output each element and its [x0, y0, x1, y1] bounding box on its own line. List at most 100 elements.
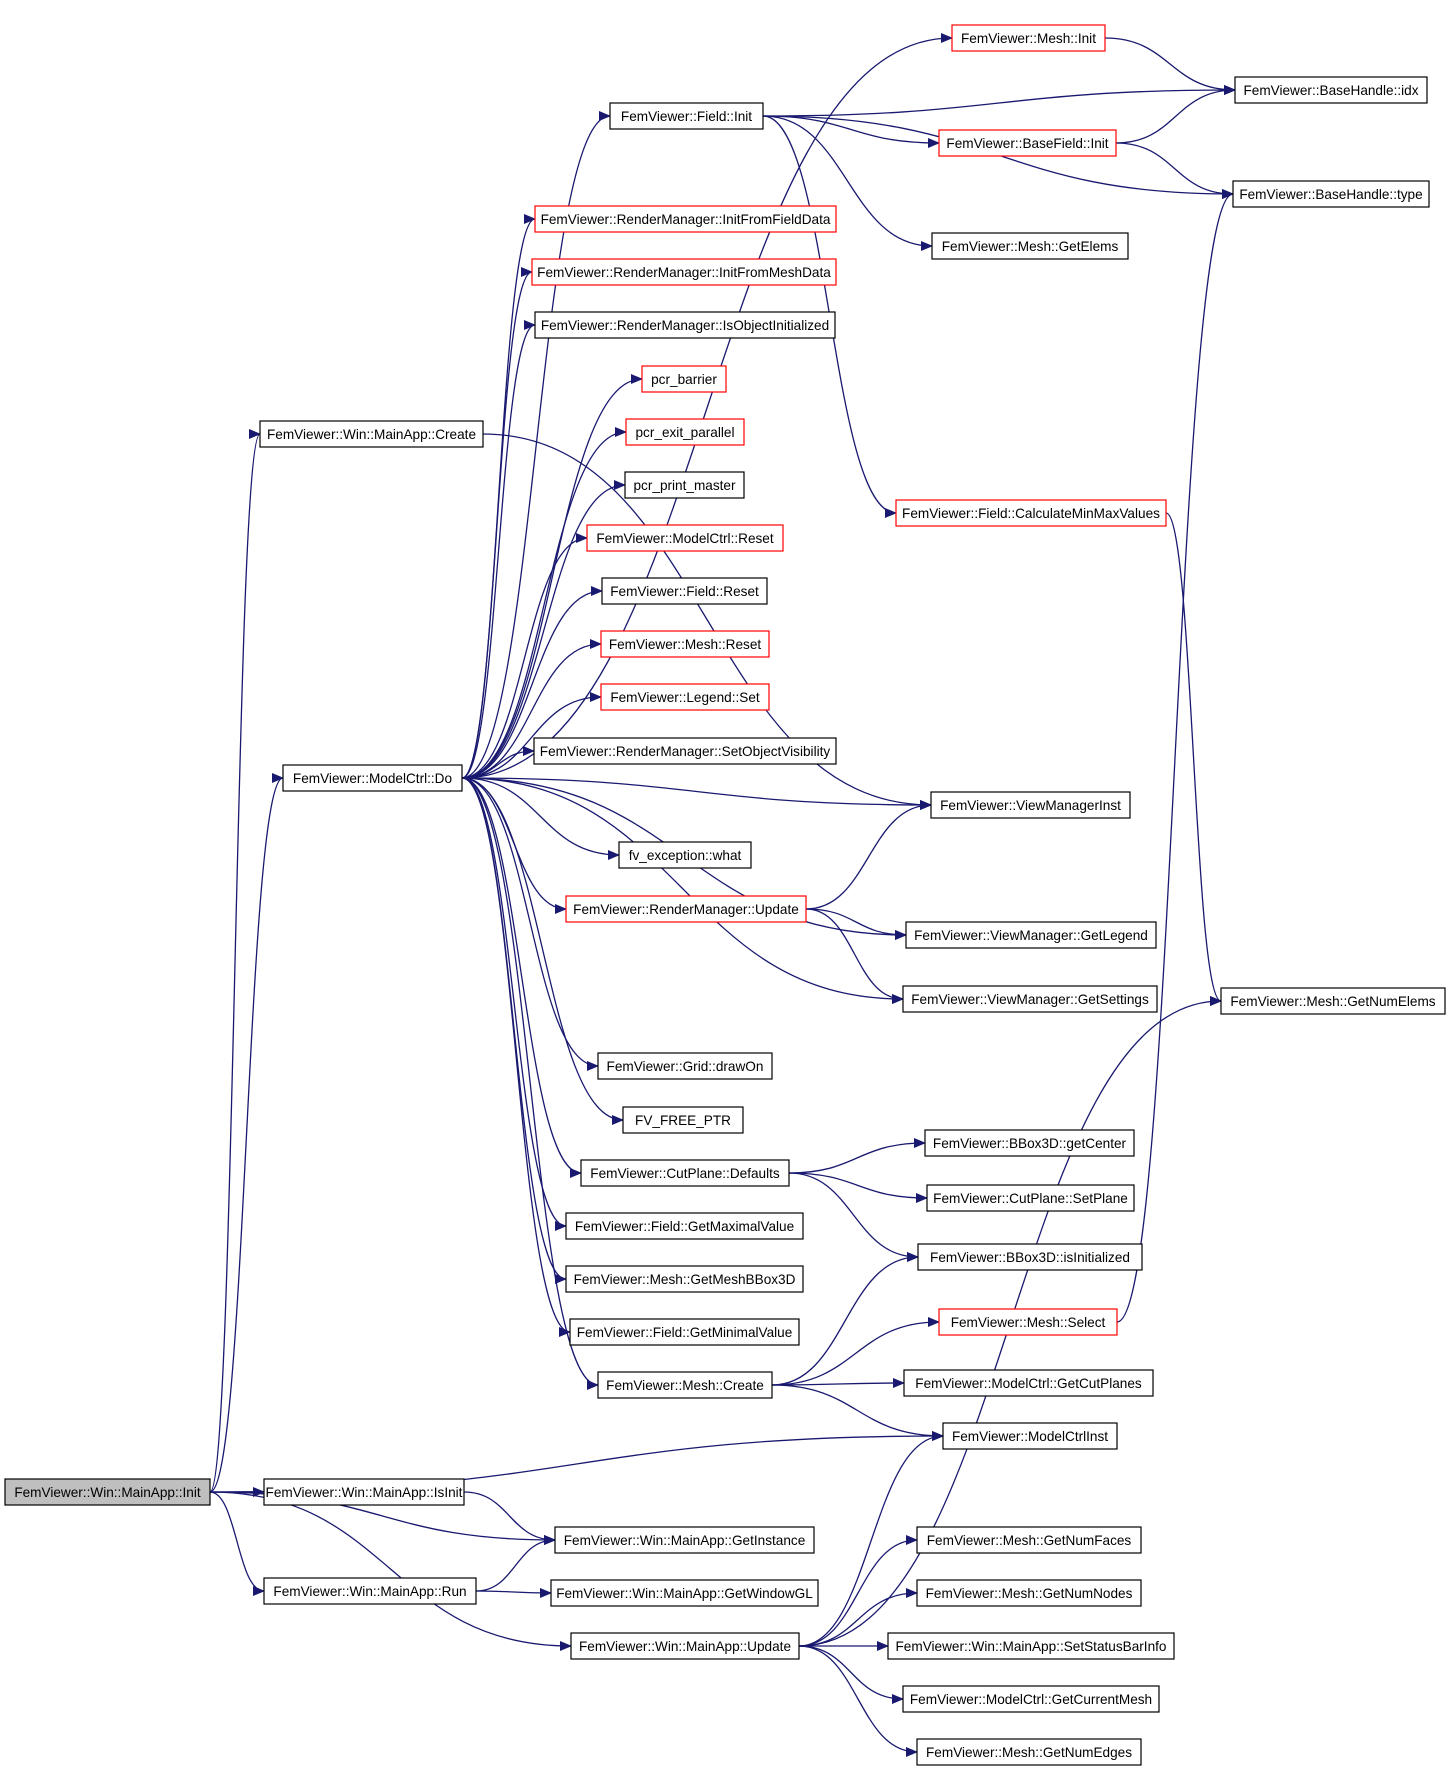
function-node-field_init[interactable]: FemViewer::Field::Init	[609, 102, 764, 130]
function-node-run[interactable]: FemViewer::Win::MainApp::Run	[263, 1577, 477, 1605]
call-edge-modelctrl_do-to-field_init	[461, 111, 611, 779]
node-label: FemViewer::ModelCtrlInst	[952, 1429, 1108, 1444]
function-node-rm_isobj[interactable]: FemViewer::RenderManager::IsObjectInitia…	[534, 311, 836, 339]
node-box	[902, 985, 1158, 1013]
call-edge-modelctrl_do-to-rm_setvis	[461, 746, 535, 779]
function-node-fv_what[interactable]: fv_exception::what	[618, 841, 752, 869]
call-edge-mesh_init-to-bh_idx	[1104, 37, 1236, 95]
function-node-basefield_init[interactable]: FemViewer::BaseField::Init	[938, 129, 1117, 157]
function-node-bh_type[interactable]: FemViewer::BaseHandle::type	[1232, 180, 1430, 208]
function-node-pcr_exit[interactable]: pcr_exit_parallel	[625, 418, 745, 446]
call-edge-modelctrl_do-to-field_reset	[461, 586, 603, 779]
function-node-grid_draw[interactable]: FemViewer::Grid::drawOn	[597, 1052, 773, 1080]
function-node-mesh_init[interactable]: FemViewer::Mesh::Init	[951, 24, 1106, 52]
function-node-field_calcminmax[interactable]: FemViewer::Field::CalculateMinMaxValues	[895, 499, 1167, 527]
function-node-mesh_select[interactable]: FemViewer::Mesh::Select	[938, 1308, 1118, 1336]
function-node-setstatusbar[interactable]: FemViewer::Win::MainApp::SetStatusBarInf…	[887, 1632, 1175, 1660]
function-node-vm_inst[interactable]: FemViewer::ViewManagerInst	[930, 791, 1131, 819]
node-label: FemViewer::BBox3D::getCenter	[933, 1136, 1127, 1151]
node-label: FemViewer::CutPlane::SetPlane	[933, 1191, 1128, 1206]
node-label: FemViewer::Field::CalculateMinMaxValues	[902, 506, 1160, 521]
node-box	[534, 311, 836, 339]
function-node-mesh_create[interactable]: FemViewer::Mesh::Create	[597, 1371, 773, 1399]
function-node-mesh_getnumnodes[interactable]: FemViewer::Mesh::GetNumNodes	[916, 1579, 1142, 1607]
node-box	[951, 24, 1106, 52]
call-edge-modelctrl_do-to-cp_defaults	[461, 777, 582, 1178]
node-box	[580, 1159, 790, 1187]
function-node-mc_getcurrentmesh[interactable]: FemViewer::ModelCtrl::GetCurrentMesh	[902, 1685, 1160, 1713]
function-node-init: FemViewer::Win::MainApp::Init	[4, 1478, 211, 1506]
node-box	[597, 1052, 773, 1080]
node-box	[622, 1106, 744, 1134]
function-node-mc_inst[interactable]: FemViewer::ModelCtrlInst	[942, 1422, 1118, 1450]
node-box	[641, 365, 727, 393]
function-node-modelctrl_do[interactable]: FemViewer::ModelCtrl::Do	[282, 764, 463, 792]
call-edge-modelctrl_do-to-fv_what	[461, 777, 620, 860]
node-box	[887, 1632, 1175, 1660]
node-box	[550, 1579, 819, 1607]
function-node-pcr_barrier[interactable]: pcr_barrier	[641, 365, 727, 393]
node-box	[565, 1265, 804, 1293]
call-edge-init-to-run	[209, 1491, 265, 1596]
function-node-field_reset[interactable]: FemViewer::Field::Reset	[601, 577, 768, 605]
call-edge-modelctrl_do-to-rm_initmesh	[461, 267, 533, 779]
function-node-mesh_getnumfaces[interactable]: FemViewer::Mesh::GetNumFaces	[916, 1526, 1142, 1554]
call-edge-mesh_create-to-bbox_isinit	[771, 1252, 919, 1386]
node-box	[924, 1129, 1135, 1157]
node-box	[565, 895, 807, 923]
node-label: FemViewer::RenderManager::Update	[573, 902, 799, 917]
node-label: fv_exception::what	[629, 848, 742, 863]
node-label: FemViewer::Win::MainApp::Init	[14, 1485, 201, 1500]
function-node-mesh_getnumedges[interactable]: FemViewer::Mesh::GetNumEdges	[916, 1738, 1142, 1766]
node-label: pcr_exit_parallel	[636, 425, 735, 440]
function-node-getwindowgl[interactable]: FemViewer::Win::MainApp::GetWindowGL	[550, 1579, 819, 1607]
function-node-getinstance[interactable]: FemViewer::Win::MainApp::GetInstance	[554, 1526, 815, 1554]
function-node-pcr_print[interactable]: pcr_print_master	[624, 471, 745, 499]
function-node-rm_setvis[interactable]: FemViewer::RenderManager::SetObjectVisib…	[533, 737, 837, 765]
node-label: FemViewer::BaseHandle::type	[1239, 187, 1422, 202]
function-node-isinit[interactable]: FemViewer::Win::MainApp::IsInit	[263, 1478, 465, 1506]
function-node-create[interactable]: FemViewer::Win::MainApp::Create	[259, 420, 484, 448]
node-box	[554, 1526, 815, 1554]
function-node-mesh_getbbox[interactable]: FemViewer::Mesh::GetMeshBBox3D	[565, 1265, 804, 1293]
function-node-mesh_getnumelems[interactable]: FemViewer::Mesh::GetNumElems	[1220, 987, 1446, 1015]
node-label: FemViewer::ModelCtrl::GetCurrentMesh	[910, 1692, 1152, 1707]
node-label: FemViewer::ViewManager::GetLegend	[914, 928, 1148, 943]
function-node-bbox_getcenter[interactable]: FemViewer::BBox3D::getCenter	[924, 1129, 1135, 1157]
function-node-vm_getsettings[interactable]: FemViewer::ViewManager::GetSettings	[902, 985, 1158, 1013]
node-box	[942, 1422, 1118, 1450]
function-node-mc_getcutplanes[interactable]: FemViewer::ModelCtrl::GetCutPlanes	[903, 1369, 1154, 1397]
function-node-fv_free[interactable]: FV_FREE_PTR	[622, 1106, 744, 1134]
function-node-bh_idx[interactable]: FemViewer::BaseHandle::idx	[1234, 76, 1428, 104]
function-node-cp_setplane[interactable]: FemViewer::CutPlane::SetPlane	[926, 1184, 1135, 1212]
node-label: FemViewer::Win::MainApp::SetStatusBarInf…	[896, 1639, 1167, 1654]
call-edge-cp_defaults-to-cp_setplane	[788, 1172, 928, 1203]
node-label: FemViewer::Win::MainApp::Run	[273, 1584, 466, 1599]
call-edge-modelctrl_do-to-pcr_exit	[461, 427, 627, 779]
function-node-field_getmin[interactable]: FemViewer::Field::GetMinimalValue	[569, 1318, 800, 1346]
node-box	[600, 683, 770, 711]
node-label: FemViewer::Mesh::Init	[961, 31, 1096, 46]
function-node-rm_update[interactable]: FemViewer::RenderManager::Update	[565, 895, 807, 923]
function-node-rm_initfield[interactable]: FemViewer::RenderManager::InitFromFieldD…	[534, 205, 837, 233]
node-label: FemViewer::Mesh::GetMeshBBox3D	[574, 1272, 796, 1287]
function-node-mc_reset[interactable]: FemViewer::ModelCtrl::Reset	[586, 524, 784, 552]
function-node-cp_defaults[interactable]: FemViewer::CutPlane::Defaults	[580, 1159, 790, 1187]
function-node-bbox_isinit[interactable]: FemViewer::BBox3D::isInitialized	[917, 1243, 1143, 1271]
node-label: FemViewer::Win::MainApp::Update	[579, 1639, 791, 1654]
call-edge-app_update-to-mc_getcurrentmesh	[798, 1645, 904, 1704]
function-node-legend_set[interactable]: FemViewer::Legend::Set	[600, 683, 770, 711]
node-box	[4, 1478, 211, 1506]
call-edge-mesh_create-to-mc_getcutplanes	[771, 1378, 905, 1389]
node-box	[930, 791, 1131, 819]
function-node-rm_initmesh[interactable]: FemViewer::RenderManager::InitFromMeshDa…	[531, 258, 837, 286]
function-node-field_getmax[interactable]: FemViewer::Field::GetMaximalValue	[565, 1212, 804, 1240]
node-label: FemViewer::ViewManager::GetSettings	[911, 992, 1149, 1007]
node-label: FemViewer::Field::Reset	[610, 584, 759, 599]
function-node-app_update[interactable]: FemViewer::Win::MainApp::Update	[570, 1632, 800, 1660]
function-node-mesh_reset[interactable]: FemViewer::Mesh::Reset	[600, 630, 770, 658]
function-node-vm_getlegend[interactable]: FemViewer::ViewManager::GetLegend	[905, 921, 1157, 949]
function-node-mesh_getelems[interactable]: FemViewer::Mesh::GetElems	[931, 232, 1129, 260]
node-box	[263, 1478, 465, 1506]
node-box	[1232, 180, 1430, 208]
